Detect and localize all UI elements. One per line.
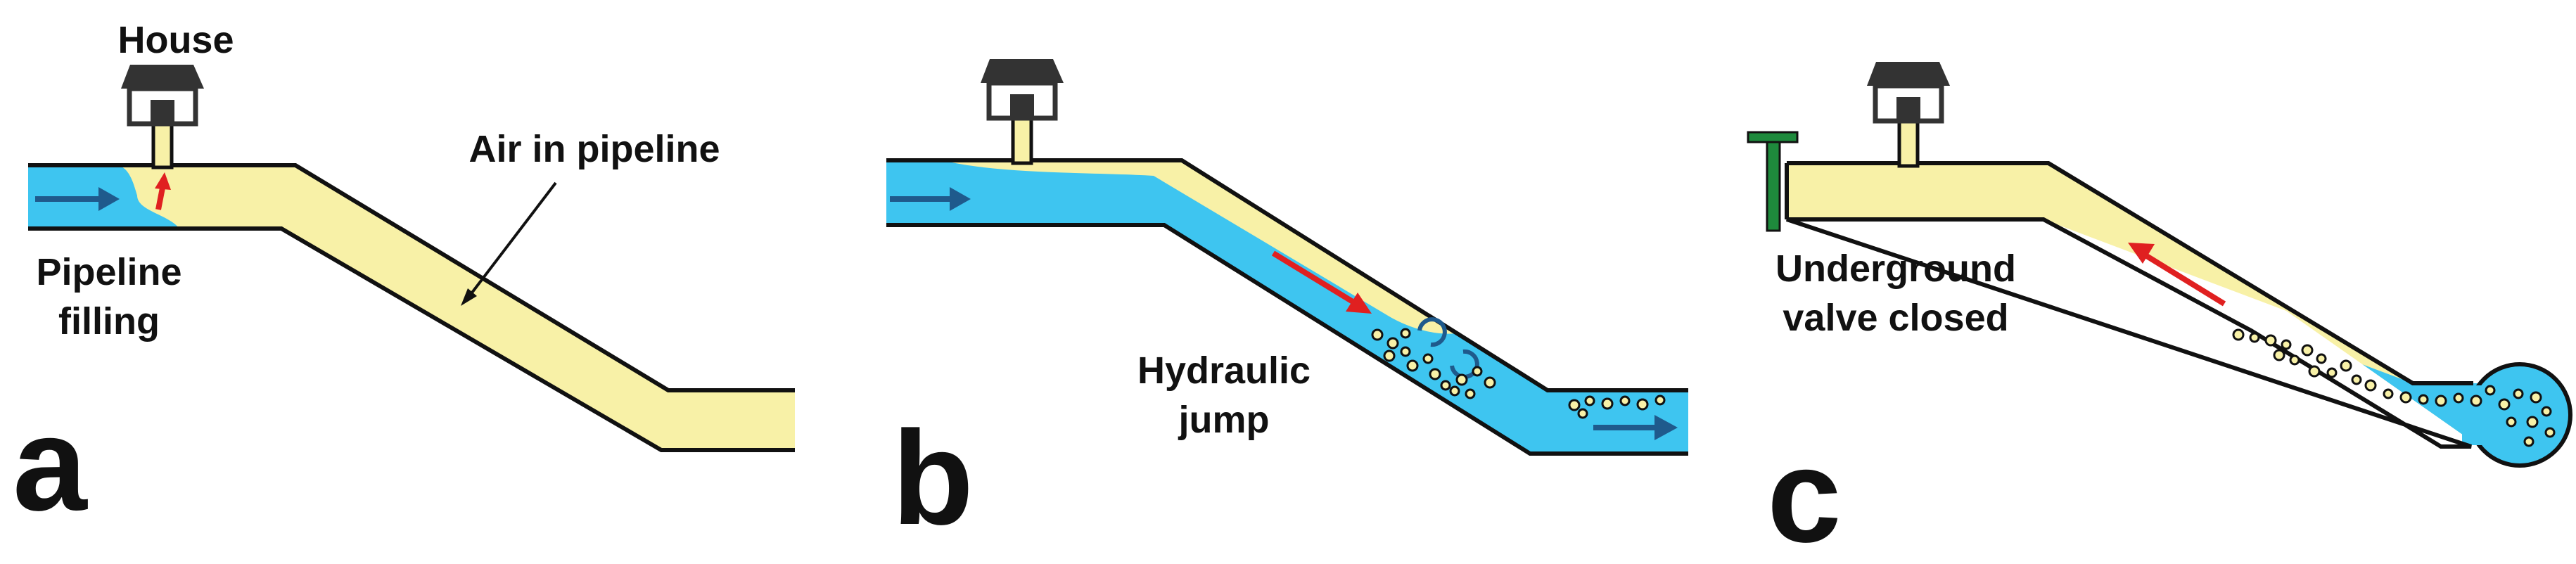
label-underground: Underground bbox=[1775, 248, 2016, 290]
house-icon bbox=[121, 65, 204, 169]
pipe-outline bbox=[886, 158, 1688, 456]
blue-flow-arrow-head bbox=[98, 187, 120, 211]
label-hydraulic: Hydraulic bbox=[1137, 350, 1311, 392]
blue-flow-arrow-head bbox=[1654, 415, 1678, 440]
label-filling: filling bbox=[58, 300, 160, 342]
pipe-water-fill bbox=[886, 160, 1688, 454]
pipe-air-fill bbox=[1787, 163, 2508, 447]
panel-b: Hydraulic jump b bbox=[886, 59, 1688, 553]
red-flow-arrow bbox=[2140, 250, 2226, 307]
callout-arrow-head bbox=[461, 288, 477, 306]
panel-letter-c: c bbox=[1767, 421, 1842, 560]
red-flow-arrow-head bbox=[1346, 293, 1372, 314]
label-air-in-pipeline: Air in pipeline bbox=[468, 128, 720, 170]
house-icon bbox=[981, 59, 1064, 165]
air-pocket bbox=[943, 160, 1456, 334]
panel-letter-b: b bbox=[892, 404, 974, 553]
house-icon bbox=[1867, 62, 1950, 168]
label-jump: jump bbox=[1178, 399, 1270, 441]
label-valve-closed: valve closed bbox=[1783, 297, 2008, 339]
air-bubbles bbox=[2232, 328, 2556, 447]
callout-arrow bbox=[468, 181, 557, 297]
red-flow-arrow-head bbox=[155, 172, 171, 190]
red-flow-arrow bbox=[1271, 250, 1358, 307]
water-bulb bbox=[2467, 362, 2572, 468]
air-bubbles bbox=[1371, 328, 1666, 419]
valve-icon bbox=[1747, 131, 1799, 232]
label-house: House bbox=[117, 19, 234, 61]
panel-c: Underground valve closed c bbox=[1747, 62, 2572, 564]
blue-flow-arrow-head bbox=[950, 187, 971, 211]
bulb-joint bbox=[2462, 385, 2483, 445]
panel-letter-a: a bbox=[13, 390, 88, 539]
pipe-air-fill bbox=[28, 165, 795, 450]
label-pipeline: Pipeline bbox=[36, 251, 181, 293]
red-flow-arrow-head bbox=[2128, 243, 2155, 264]
panel-a: House Air in pipeline Pipeline filling a bbox=[13, 19, 795, 539]
